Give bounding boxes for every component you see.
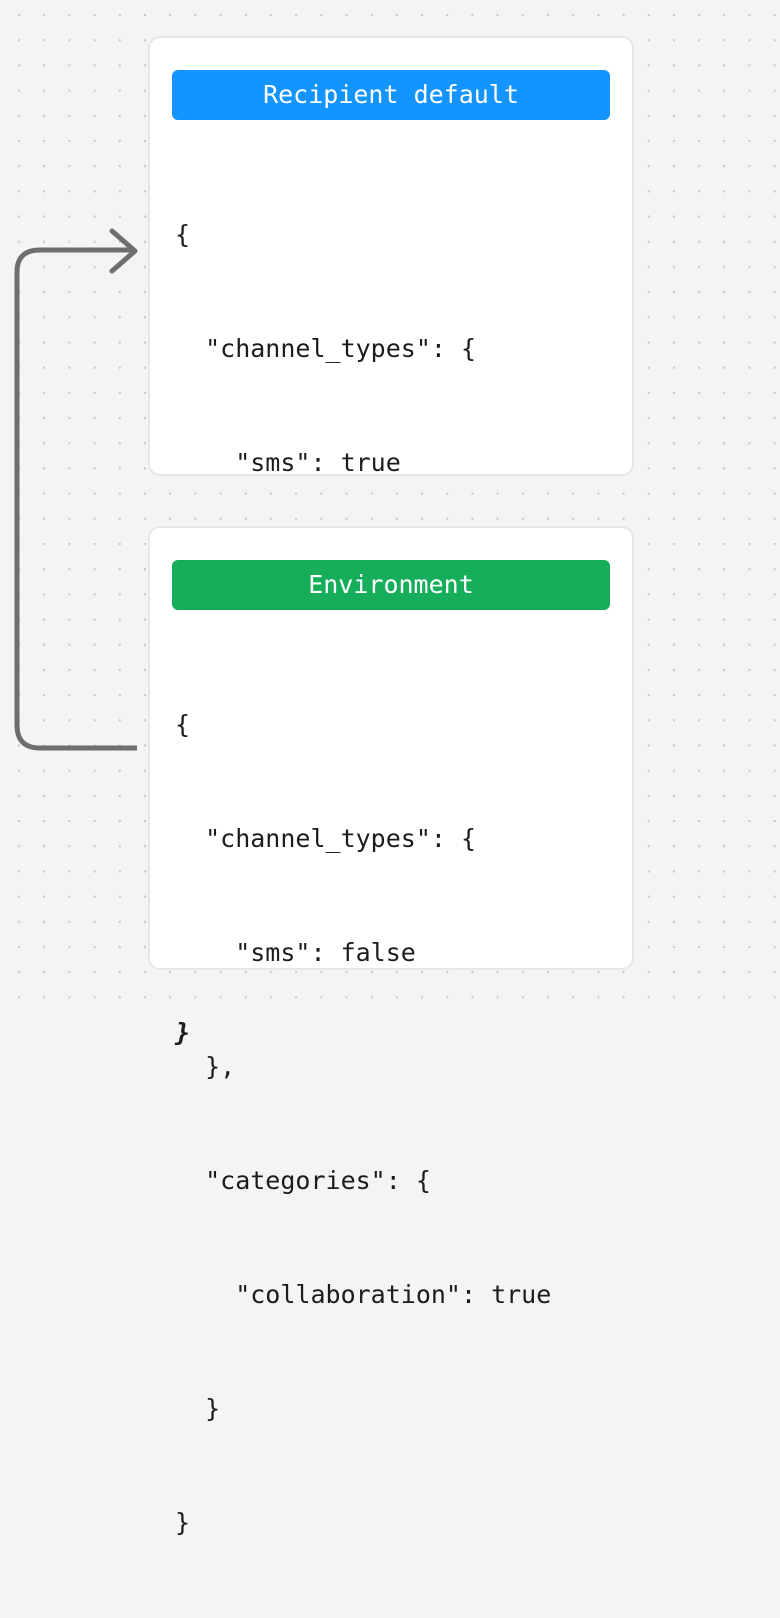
json-line: "collaboration": true — [175, 1280, 552, 1309]
json-line: "channel_types": { — [175, 334, 477, 363]
json-line: { — [175, 710, 191, 739]
json-line: { — [175, 220, 191, 249]
card-recipient-default[interactable]: Recipient default { "channel_types": { "… — [148, 36, 634, 1047]
card-environment[interactable]: Environment { "channel_types": { "sms": … — [148, 526, 634, 1537]
card-environment-json: { "channel_types": { "sms": false }, "ca… — [172, 630, 610, 1618]
json-line: "sms": true — [175, 448, 401, 477]
json-line: "sms": false — [175, 938, 416, 967]
json-line: } — [175, 1394, 221, 1423]
card-recipient-default-header: Recipient default — [172, 70, 610, 120]
card-environment-inner: Environment { "channel_types": { "sms": … — [150, 528, 632, 1537]
json-line: }, — [175, 1052, 236, 1081]
json-line: } — [175, 1508, 191, 1537]
card-environment-header: Environment — [172, 560, 610, 610]
json-line: "channel_types": { — [175, 824, 477, 853]
card-recipient-default-inner: Recipient default { "channel_types": { "… — [150, 38, 632, 1047]
json-line: "categories": { — [175, 1166, 431, 1195]
